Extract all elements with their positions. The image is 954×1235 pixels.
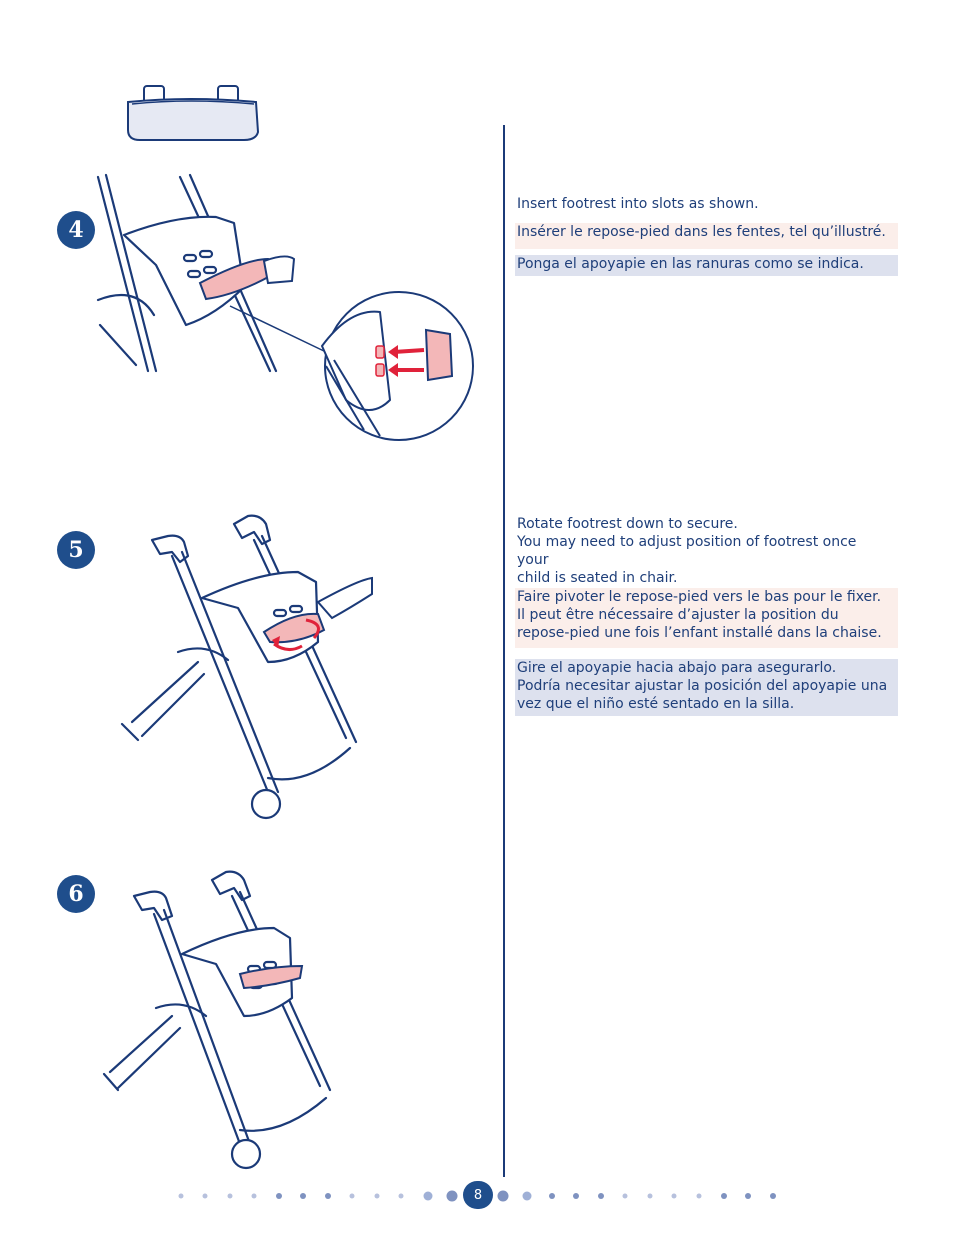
- step-5-chair-illustration: [120, 514, 373, 820]
- step-5-text-es: Gire el apoyapie hacia abajo para asegur…: [517, 659, 889, 713]
- footer-dot-row: [178, 1190, 776, 1202]
- step-5-fr-band: [515, 588, 898, 648]
- footrest-part-illustration: [127, 85, 260, 141]
- step-5-text-fr: Faire pivoter le repose-pied vers le bas…: [517, 588, 889, 642]
- step-5-en-line: child is seated in chair.: [517, 570, 678, 586]
- step-4-text-fr: Insérer le repose-pied dans les fentes, …: [517, 224, 886, 240]
- step-5-es-line: Podría necesitar ajustar la posición del…: [517, 678, 888, 694]
- step-5-fr-line: Faire pivoter le repose-pied vers le bas…: [517, 589, 882, 605]
- step-5-fr-line: Il peut être nécessaire d’ajuster la pos…: [517, 607, 839, 623]
- step-4-chair-illustration: [96, 173, 296, 373]
- step-4-text-en: Insert footrest into slots as shown.: [517, 196, 759, 212]
- step-4-detail-inset: [229, 291, 474, 441]
- step-4-badge: 4: [57, 211, 95, 249]
- step-5-es-band: [515, 659, 898, 716]
- step-4-text-es: Ponga el apoyapie en las ranuras como se…: [517, 256, 864, 272]
- step-5-es-line: vez que el niño esté sentado en la silla…: [517, 696, 795, 712]
- step-5-text-en: Rotate footrest down to secure. You may …: [517, 515, 889, 587]
- step-4-fr-band: [515, 223, 898, 249]
- column-divider: [503, 125, 505, 1177]
- page-number: 8: [463, 1181, 493, 1209]
- step-6-badge: 6: [57, 875, 95, 913]
- step-5-es-line: Gire el apoyapie hacia abajo para asegur…: [517, 660, 837, 676]
- step-4-es-band: [515, 255, 898, 276]
- step-5-en-line: Rotate footrest down to secure.: [517, 516, 738, 532]
- step-5-badge: 5: [57, 531, 95, 569]
- step-5-fr-line: repose-pied une fois l’enfant installé d…: [517, 625, 882, 641]
- step-6-chair-illustration: [102, 870, 332, 1170]
- step-5-en-line: You may need to adjust position of footr…: [517, 534, 857, 568]
